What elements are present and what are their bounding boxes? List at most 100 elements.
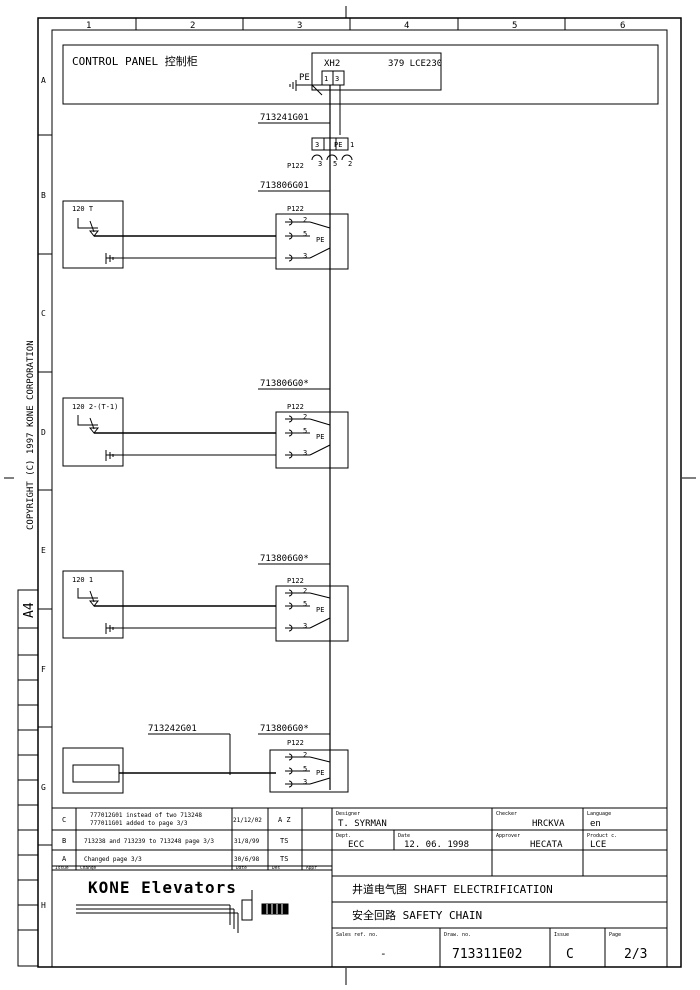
device-1-pin-b: 5 — [303, 230, 307, 238]
column-label-3: 3 — [297, 21, 302, 31]
device-2: 713806G0* P122 120 2-(T-1) 2 5 3 PE — [62, 379, 349, 469]
ground-icon — [105, 253, 123, 264]
row-label-F: F — [41, 665, 46, 674]
device-1-plug: P122 — [287, 205, 304, 213]
rev-b-issue: B — [62, 837, 66, 845]
top-plug-sub-a: 3 — [318, 160, 322, 168]
drawing-title-2: 安全回路 SAFETY CHAIN — [352, 908, 482, 922]
product-label: Product c. — [587, 833, 617, 839]
device-3-connector — [275, 585, 349, 642]
pit-cable-label: 713242G01 — [148, 724, 197, 734]
rev-a-by: TS — [280, 855, 288, 863]
paper-size-box: A4 — [17, 589, 39, 967]
drawing-no-label: Draw. no. — [444, 932, 471, 938]
switch-icon — [77, 218, 98, 233]
switch-icon — [77, 588, 98, 603]
xh2-connector-box — [311, 52, 442, 91]
pin-1: 1 — [324, 75, 328, 83]
rev-c-issue: C — [62, 816, 66, 824]
row-grid — [38, 134, 52, 846]
device-2-cable: 713806G0* — [260, 379, 309, 389]
rev-a-issue: A — [62, 855, 67, 863]
approver-value: HECATA — [530, 840, 563, 850]
device-1-label: 120 T — [72, 205, 94, 213]
top-plug: 3 PE 1 P122 3 5 2 — [287, 137, 354, 170]
page-value: 2/3 — [624, 947, 647, 962]
device-1-box — [62, 200, 124, 269]
top-plug-sub-c: 2 — [348, 160, 352, 168]
device-2-pin-a: 2 — [303, 413, 307, 421]
device-4-plug: P122 — [287, 739, 304, 747]
sales-value: - — [380, 947, 387, 960]
device-1-pin-a: 2 — [303, 216, 307, 224]
row-label-A: A — [41, 76, 46, 85]
issue-value: C — [566, 947, 574, 962]
ground-icon — [105, 623, 123, 634]
row-label-C: C — [41, 309, 46, 318]
device-4-cable: 713806G0* — [260, 724, 309, 734]
row-label-E: E — [41, 546, 46, 555]
pe-label: PE — [299, 73, 310, 83]
designer-label: Designer — [336, 811, 360, 817]
language-label: Language — [587, 811, 611, 817]
product-value: LCE — [590, 840, 606, 850]
rev-header-by: Des — [272, 865, 280, 871]
rev-c-date: 21/12/02 — [233, 817, 262, 824]
device-4-connector — [269, 749, 349, 793]
device-4-box — [62, 747, 124, 794]
plug-contacts-icon — [311, 154, 353, 161]
rev-b-date: 31/8/99 — [234, 838, 260, 845]
rev-header-date: Date — [236, 865, 247, 871]
device-3: 713806G0* P122 120 1 2 5 3 PE — [62, 554, 349, 642]
top-plug-pin-a: 3 — [315, 141, 319, 149]
device-1-pe: PE — [316, 236, 324, 244]
approver-label: Approver — [496, 833, 520, 839]
top-cable-label: 713241G01 — [260, 113, 309, 123]
device-3-pe: PE — [316, 606, 324, 614]
date-value: 12. 06. 1998 — [404, 840, 469, 850]
rev-a-change: Changed page 3/3 — [84, 856, 142, 863]
date-label: Date — [398, 833, 410, 839]
device-1-cable: 713806G01 — [260, 181, 309, 191]
language-value: en — [590, 819, 601, 829]
column-label-6: 6 — [620, 21, 625, 31]
logo-area: KONE Elevators — [51, 869, 333, 968]
device-2-label: 120 2-(T-1) — [72, 403, 118, 411]
checker-value: HRCKVA — [532, 819, 565, 829]
top-cable: 713241G01 — [258, 113, 330, 124]
column-grid — [135, 18, 566, 30]
device-2-pin-b: 5 — [303, 427, 307, 435]
rev-header-change: Change — [80, 865, 97, 871]
drawing-title-1: 井道电气图 SHAFT ELECTRIFICATION — [352, 882, 553, 896]
copyright-text: COPYRIGHT (C) 1997 KONE CORPORATION — [26, 340, 36, 530]
board-label: 379 LCE230 — [388, 59, 442, 69]
column-label-1: 1 — [86, 21, 91, 31]
kone-logo: KONE Elevators — [88, 878, 237, 897]
connector-label: XH2 — [324, 59, 340, 69]
ground-icon — [105, 450, 123, 461]
page-label: Page — [609, 932, 621, 938]
pit-device-icon — [72, 764, 120, 783]
device-4-pe: PE — [316, 769, 324, 777]
device-3-label: 120 1 — [72, 576, 93, 584]
rev-c-change-a: 777012G01 instead of two 713248 — [90, 812, 202, 819]
device-1: 713806G01 P122 120 T 2 5 3 PE — [62, 181, 349, 270]
issue-label: Issue — [554, 932, 569, 938]
device-4-pin-b: 5 — [303, 765, 307, 773]
rev-b-change: 713238 and 713239 to 713248 page 3/3 — [84, 838, 214, 845]
device-3-pin-a: 2 — [303, 587, 307, 595]
column-label-4: 4 — [404, 21, 409, 31]
switch-icon — [77, 415, 98, 430]
device-2-box — [62, 397, 124, 467]
rev-header-appr: Appr — [306, 865, 317, 871]
designer-value: T. SYRMAN — [338, 819, 387, 829]
dept-label: Dept. — [336, 833, 351, 839]
device-1-pin-c: 3 — [303, 252, 307, 260]
rev-b-by: TS — [280, 837, 288, 845]
rev-a-date: 30/6/98 — [234, 856, 260, 863]
top-plug-label: P122 — [287, 162, 304, 170]
rev-header-issue: Issue — [55, 865, 69, 871]
